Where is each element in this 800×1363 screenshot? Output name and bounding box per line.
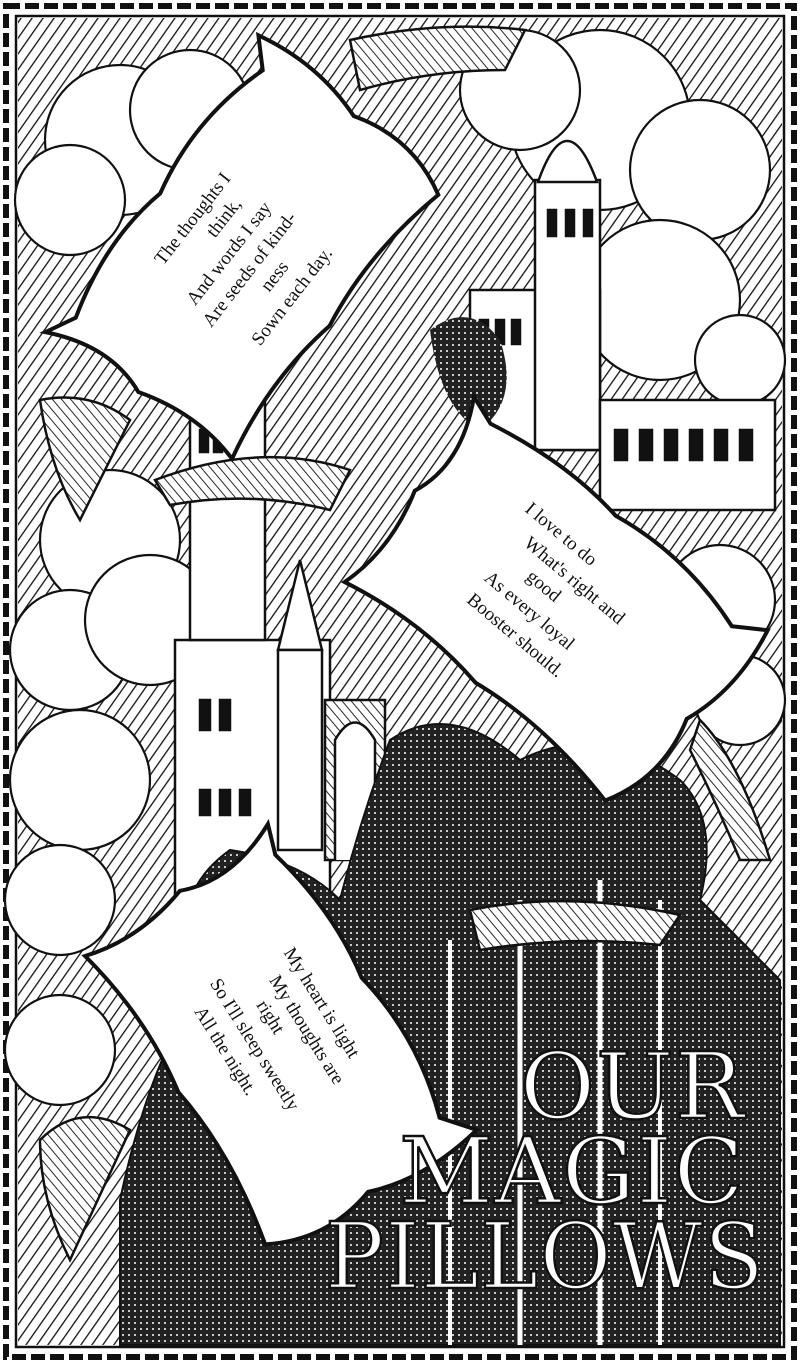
right-castle [468, 139, 777, 512]
pillow-2: I love to do What's right and good As ev… [340, 391, 771, 803]
flying-wings [38, 25, 772, 1263]
title-block: OUR MAGIC PILLOWS [324, 1032, 766, 1312]
title-line-pillows: PILLOWS [325, 1203, 765, 1310]
title-line-our: OUR [520, 1033, 747, 1140]
pillow-3: My heart is light My thoughts are right … [81, 818, 481, 1247]
pillow-1: The thoughts I think, And words I say Ar… [39, 31, 441, 463]
title-line-magic: MAGIC [399, 1118, 745, 1225]
clouds [3, 28, 787, 1107]
